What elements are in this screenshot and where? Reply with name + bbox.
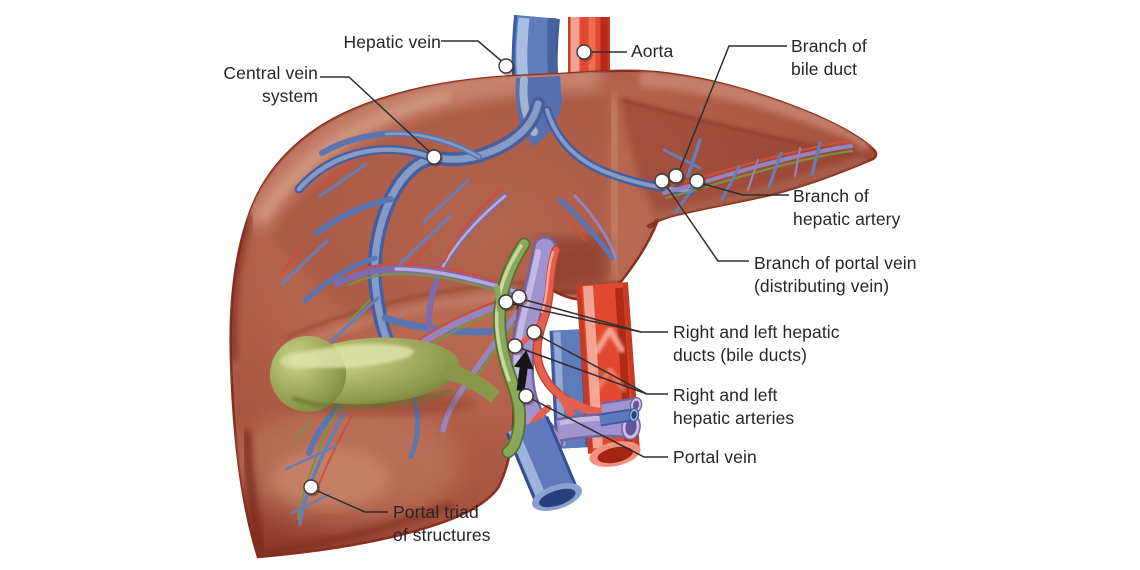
marker-hepatic-artery-right: [507, 338, 523, 354]
label-portal-triad: Portal triad of structures: [393, 502, 491, 545]
marker-hepatic-vein: [498, 58, 514, 74]
label-hepatic-arteries: Right and left hepatic arteries: [673, 385, 795, 428]
small-blue-vessel-stump: [598, 407, 640, 427]
hilum-vessels: [493, 236, 643, 511]
label-hepatic-ducts: Right and left hepatic ducts (bile ducts…: [673, 322, 840, 365]
large-blue-vessel-stump: [505, 416, 583, 511]
common-bile-duct: [493, 237, 531, 459]
marker-hepatic-artery-left: [526, 324, 542, 340]
liver: [229, 69, 878, 559]
marker-branch-hepatic-artery: [689, 173, 705, 189]
marker-branch-bile-duct: [668, 168, 684, 184]
marker-central-vein-system: [426, 149, 442, 165]
portal-vein-tube: [509, 236, 564, 452]
aorta-lower: [576, 282, 641, 467]
flow-direction-arrow: [513, 350, 534, 392]
marker-portal-vein: [518, 388, 534, 404]
gallbladder: [270, 336, 500, 416]
leader-lines: [312, 40, 789, 513]
aorta-cut-end: [589, 441, 641, 467]
label-portal-vein: Portal vein: [673, 447, 757, 467]
marker-hepatic-duct-left: [511, 289, 527, 305]
marker-branch-portal-vein: [654, 173, 670, 189]
marker-portal-triad: [303, 479, 319, 495]
label-branch-portal-vein: Branch of portal vein (distributing vein…: [754, 253, 917, 296]
label-central-vein-system: Central vein system: [223, 63, 318, 106]
label-branch-hepatic-artery: Branch of hepatic artery: [793, 186, 901, 229]
marker-hepatic-duct-right: [498, 294, 514, 310]
markers: [303, 44, 706, 497]
marker-aorta: [576, 44, 592, 60]
label-aorta: Aorta: [631, 41, 674, 61]
label-branch-bile-duct: Branch of bile duct: [791, 36, 867, 79]
label-hepatic-vein: Hepatic vein: [343, 32, 441, 52]
